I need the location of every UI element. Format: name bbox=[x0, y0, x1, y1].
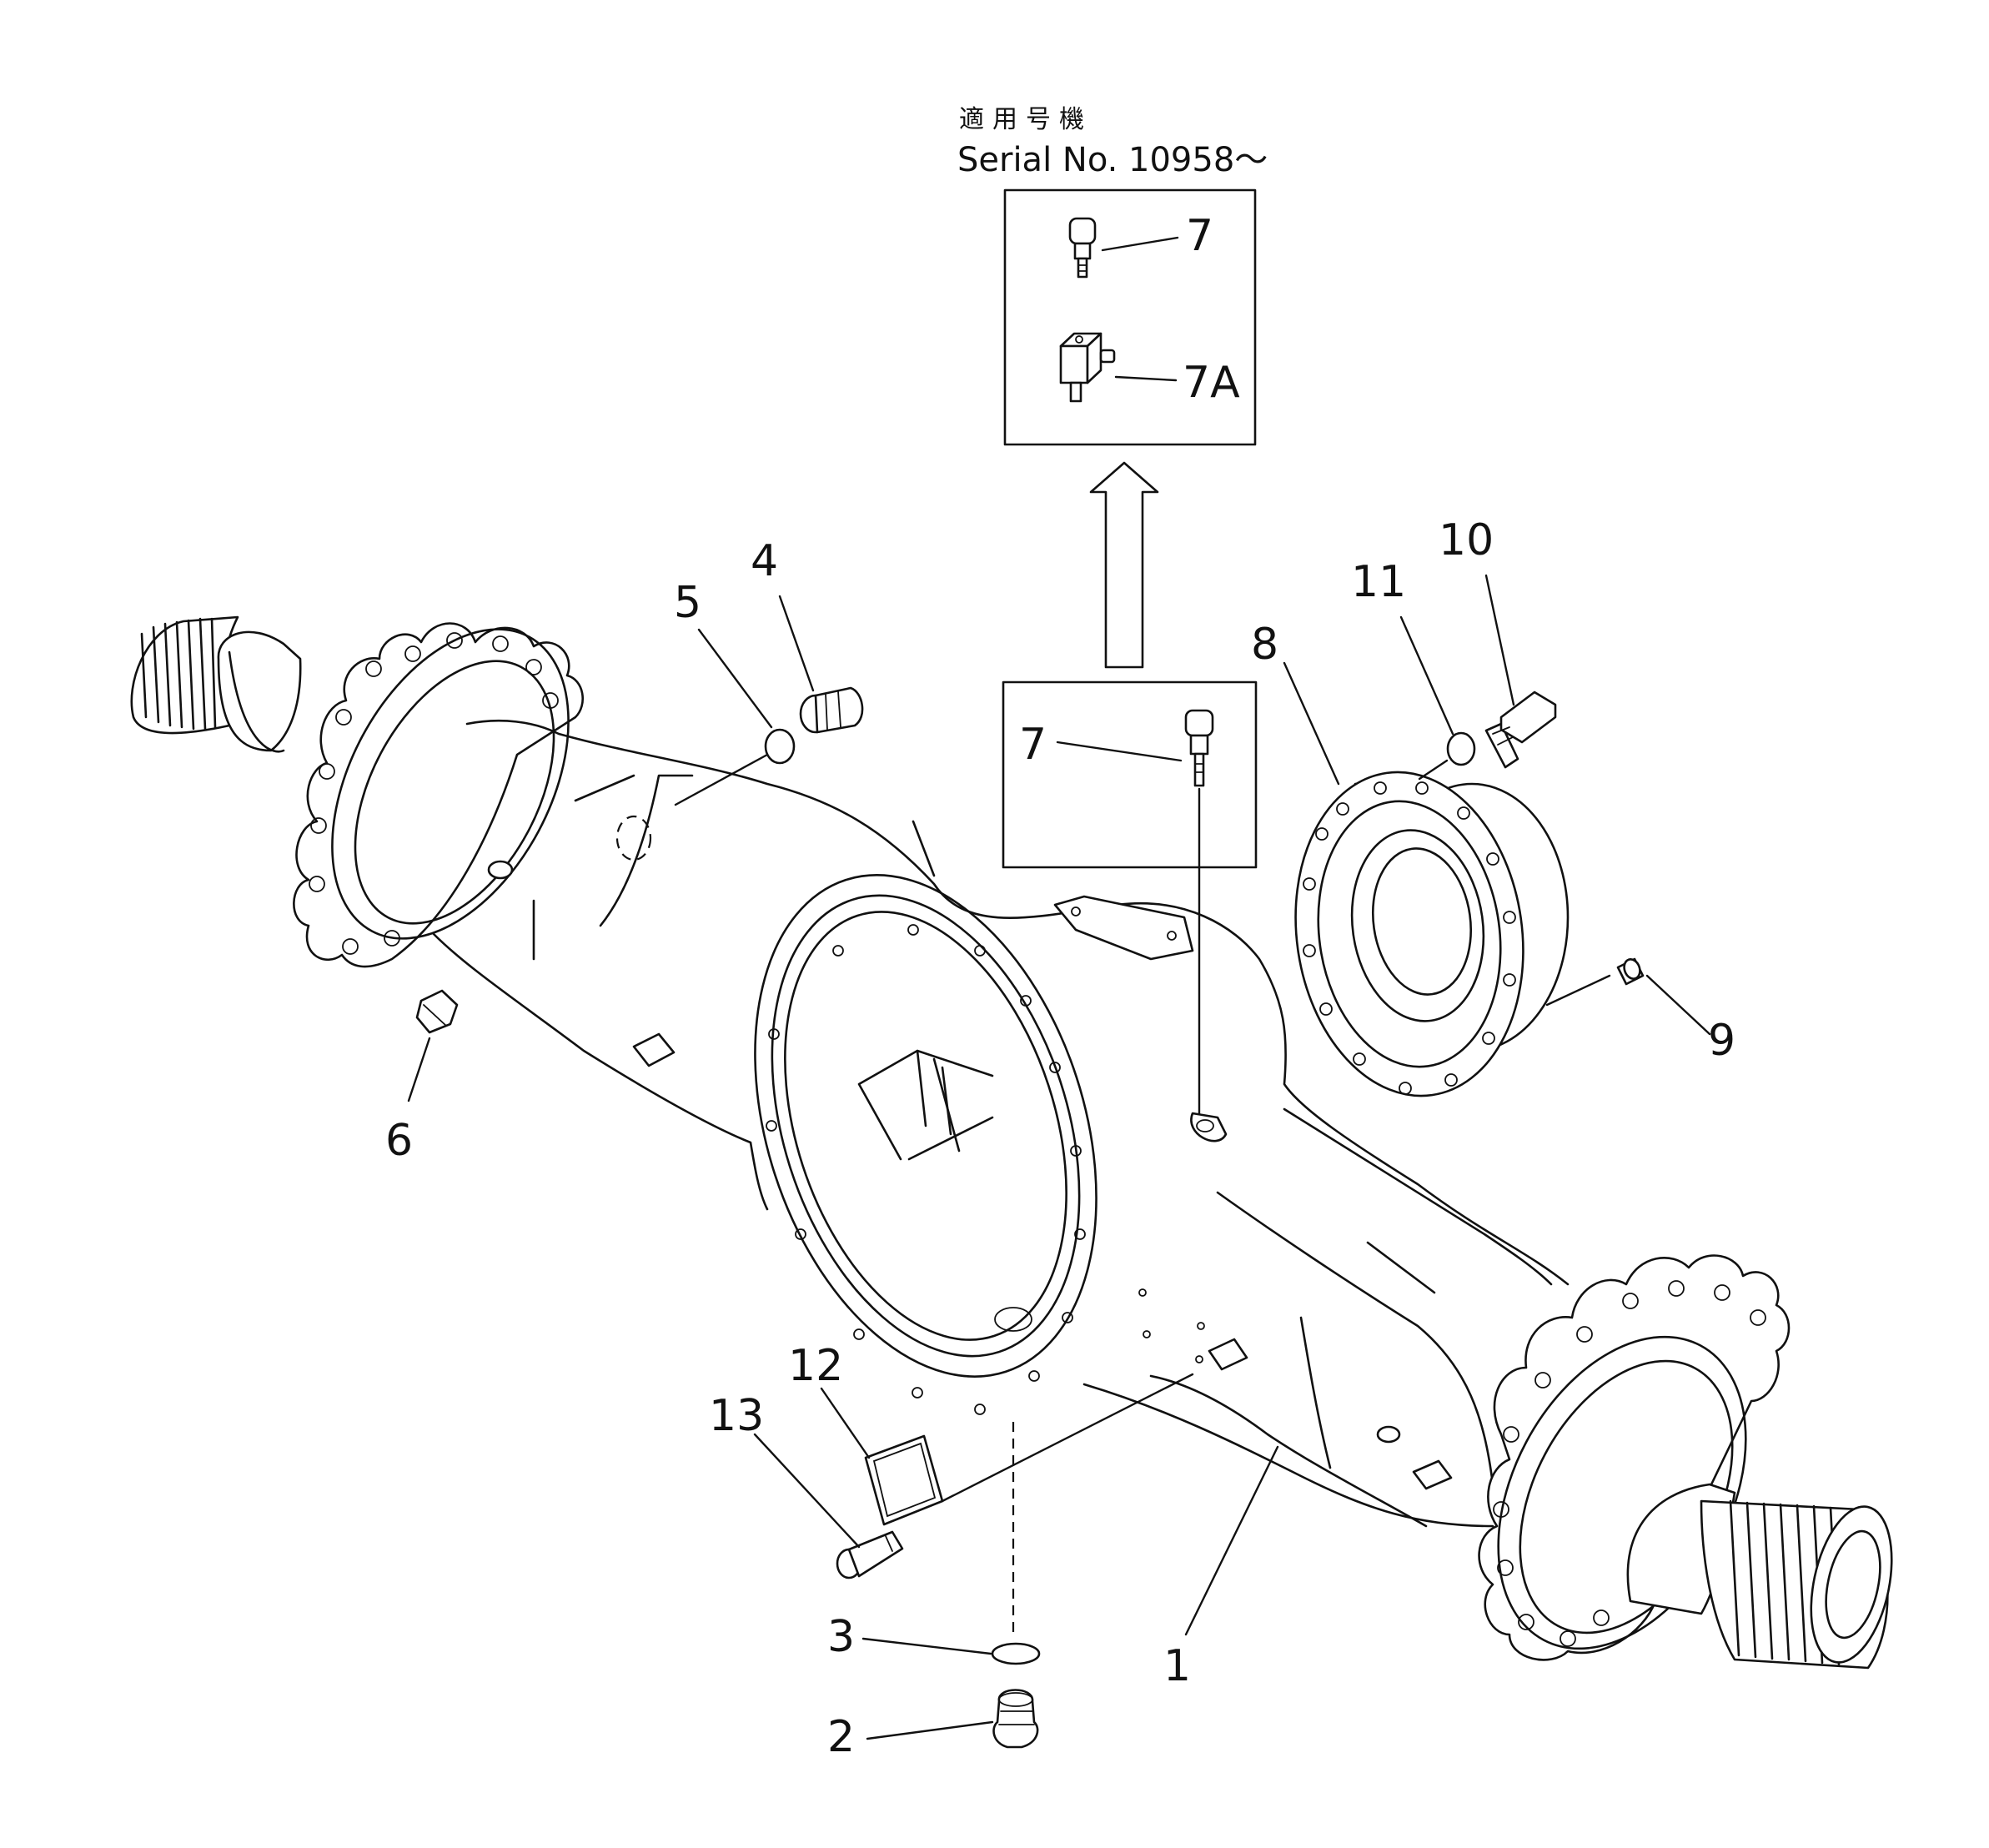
drain-plug-2-icon bbox=[992, 1689, 1039, 1749]
leader-6 bbox=[407, 1037, 431, 1102]
breather-7-icon bbox=[1068, 217, 1097, 279]
boss bbox=[1412, 1459, 1453, 1490]
left-flange bbox=[293, 622, 584, 968]
differential-opening bbox=[754, 874, 1097, 1415]
callout-8: 8 bbox=[1251, 620, 1278, 670]
callout-1: 1 bbox=[1163, 1641, 1191, 1691]
port-hidden bbox=[615, 815, 652, 861]
callout-9: 9 bbox=[1708, 1016, 1735, 1066]
o-ring-5-icon bbox=[764, 728, 796, 765]
boss bbox=[632, 1032, 676, 1067]
bolt-13-icon bbox=[836, 1530, 904, 1579]
callout-3: 3 bbox=[827, 1612, 855, 1662]
leader-1 bbox=[1184, 1445, 1279, 1636]
hub-cover-8 bbox=[1294, 771, 1570, 1097]
callout-7-mid: 7 bbox=[1019, 720, 1047, 770]
leader-11 bbox=[1399, 615, 1454, 736]
washer-11-icon bbox=[1446, 731, 1476, 766]
leader-7a bbox=[1114, 375, 1178, 382]
leader-2 bbox=[866, 1720, 994, 1740]
leader-9 bbox=[1645, 974, 1711, 1036]
boss bbox=[1208, 1338, 1248, 1371]
fitting-6-icon bbox=[415, 989, 459, 1034]
callout-5: 5 bbox=[674, 578, 701, 628]
plug-4-icon bbox=[799, 686, 864, 734]
callout-7-inset: 7 bbox=[1186, 211, 1213, 261]
dowel-9-icon bbox=[1616, 957, 1645, 986]
leader-5 bbox=[697, 628, 773, 729]
leader-7-mid bbox=[1056, 741, 1183, 762]
leader-4 bbox=[778, 595, 815, 692]
serial-number-label: Serial No. 10958～ bbox=[957, 141, 1268, 179]
up-arrow bbox=[1089, 461, 1159, 669]
callout-10: 10 bbox=[1439, 515, 1494, 565]
boss bbox=[487, 860, 514, 880]
callout-2: 2 bbox=[827, 1712, 855, 1762]
leader-8 bbox=[1283, 661, 1340, 786]
leader-13 bbox=[753, 1433, 861, 1549]
callout-4: 4 bbox=[751, 536, 778, 586]
leader-12 bbox=[820, 1387, 871, 1459]
callout-12: 12 bbox=[788, 1341, 843, 1391]
boss bbox=[1190, 1112, 1228, 1142]
leader-10 bbox=[1484, 574, 1515, 706]
leader-7-inset bbox=[1101, 236, 1179, 252]
leader-3 bbox=[861, 1637, 992, 1655]
boss bbox=[1376, 1425, 1401, 1444]
serial-variant-inset: 7 7A bbox=[1003, 188, 1257, 446]
axle-housing bbox=[130, 615, 1893, 1670]
callout-11: 11 bbox=[1351, 557, 1406, 607]
callout-7a: 7A bbox=[1183, 358, 1240, 408]
applicable-machine-label: 適用号機 bbox=[959, 105, 1092, 134]
left-splined-shaft bbox=[130, 615, 302, 753]
o-ring-3-icon bbox=[991, 1642, 1041, 1665]
callout-6: 6 bbox=[385, 1116, 413, 1166]
breather-7-icon bbox=[1184, 709, 1214, 787]
standard-part-box: 7 bbox=[1002, 680, 1258, 869]
cover-plate-12-icon bbox=[864, 1434, 944, 1526]
right-splined-shaft bbox=[1626, 1483, 1893, 1670]
callout-13: 13 bbox=[709, 1391, 764, 1441]
breather-7a-icon bbox=[1059, 332, 1116, 403]
bolt-10-icon bbox=[1484, 690, 1557, 769]
